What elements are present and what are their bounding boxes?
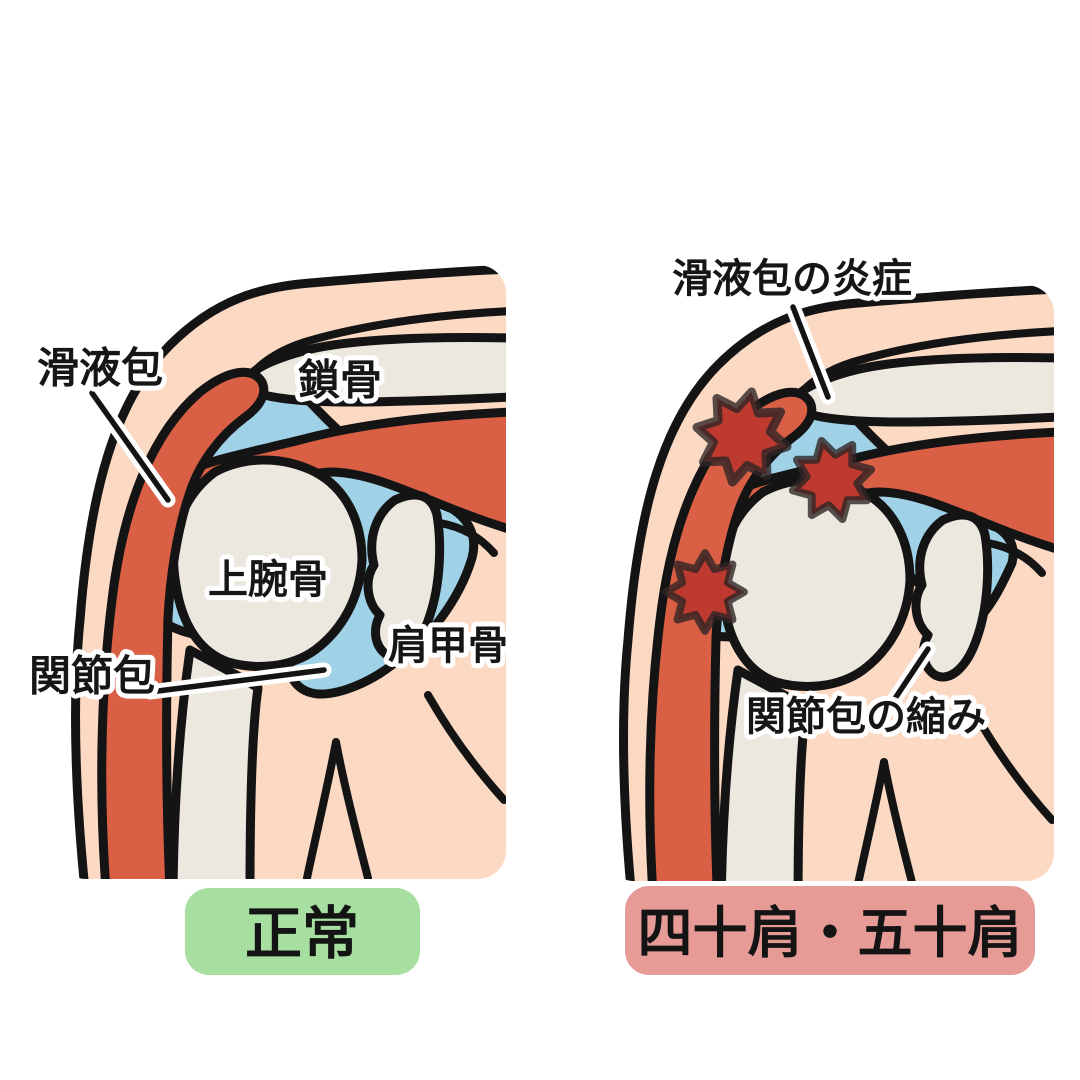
armpit-fold-right (880, 758, 920, 881)
label-scapula: 肩甲骨 (388, 623, 508, 668)
capsule-leader-line (147, 667, 327, 695)
deltoid-muscle (97, 367, 269, 879)
inflammation-star-top (692, 387, 792, 487)
inflammation-star-middle (788, 436, 876, 524)
illustration-normal (70, 265, 506, 879)
back-contour-line (972, 711, 1054, 824)
label-bursa-inflammation: 滑液包の炎症 (672, 257, 912, 301)
illustration-frozen (618, 285, 1054, 881)
back-contour-line (424, 691, 506, 804)
caption-normal-pill (185, 888, 420, 975)
armpit-fold-right (332, 738, 372, 879)
contraction-leader-line (885, 646, 931, 712)
humeral-head (169, 455, 367, 671)
scapula-bone (363, 490, 445, 662)
caption-frozen-text: 四十肩・五十肩 (637, 902, 1022, 964)
armpit-fold-left (851, 758, 888, 881)
leaders-frozen (785, 299, 936, 717)
panel-frozen-shoulder: 滑液包の炎症 関節包の縮み (618, 252, 1054, 881)
label-humerus: 上腕骨 (208, 558, 328, 602)
label-joint-capsule: 関節包 (29, 653, 155, 700)
inflammation-stars (662, 387, 876, 635)
caption-frozen: 四十肩・五十肩 (625, 886, 1035, 975)
deltoid-muscle (645, 387, 817, 881)
panel-normal: 滑液包 鎖骨 上腕骨 関節包 肩甲骨 (24, 265, 513, 879)
scapula-bone (911, 510, 993, 682)
humerus-shaft (716, 665, 811, 881)
caption-normal: 正常 (185, 888, 420, 975)
caption-frozen-pill (625, 886, 1035, 975)
label-capsule-contraction: 関節包の縮み (746, 695, 986, 739)
scapula-edge-line (436, 519, 498, 557)
inflammation-leader-line (790, 304, 831, 400)
bursa-leader-line (89, 390, 171, 503)
caption-normal-text: 正常 (245, 902, 359, 966)
leaders-normal (84, 385, 332, 700)
label-clavicle: 鎖骨 (298, 357, 382, 404)
inflammation-star-lower (662, 549, 748, 635)
armpit-fold-left (303, 738, 340, 879)
scapula-edge-line (984, 539, 1046, 577)
label-bursa: 滑液包 (37, 345, 163, 392)
